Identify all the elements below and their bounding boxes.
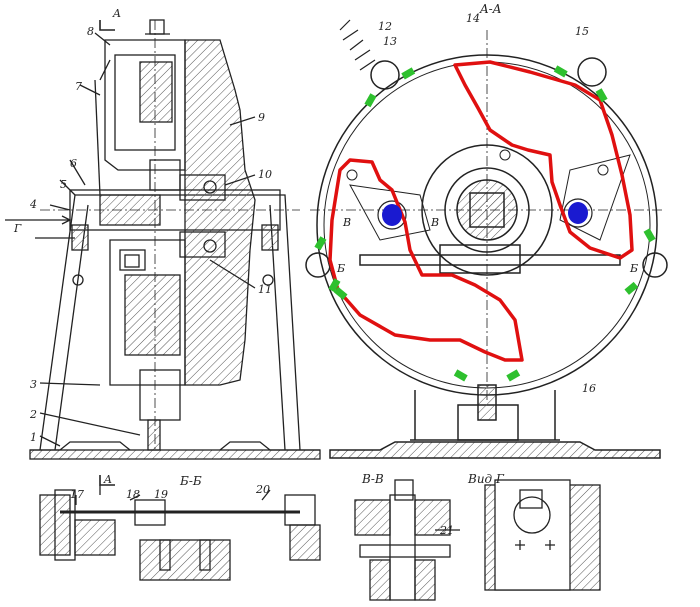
label-17: 17 [70, 488, 84, 501]
label-19: 19 [154, 488, 168, 501]
marker-b-left: Б [336, 262, 345, 275]
title-aa: A-A [479, 2, 502, 16]
blue-highlight-dots [382, 202, 588, 226]
detail-vv-view [354, 479, 460, 601]
circular-section-view [305, 19, 668, 459]
lower-motor [124, 274, 181, 356]
label-5: 5 [60, 178, 67, 191]
label-21: 21 [439, 524, 454, 537]
detail-bb-view [39, 485, 321, 581]
marker-a-bottom: A [103, 473, 112, 486]
bottom-block [139, 369, 181, 421]
label-9: 9 [258, 111, 265, 124]
label-16: 16 [582, 382, 596, 395]
label-7: 7 [75, 80, 82, 93]
label-4: 4 [29, 198, 37, 211]
label-12: 12 [378, 20, 392, 33]
side-section-view [5, 19, 321, 486]
crossbar-clamp [439, 244, 521, 274]
blue-dot-left [382, 204, 402, 226]
label-8: 8 [87, 25, 94, 38]
label-6: 6 [70, 157, 77, 170]
label-2: 2 [29, 408, 37, 421]
crossbar [359, 254, 621, 266]
label-14: 14 [466, 12, 480, 25]
label-10: 10 [258, 168, 272, 181]
green-highlight-marks [314, 65, 656, 382]
red-highlight-contours [328, 60, 634, 362]
bearing-lower [179, 231, 226, 258]
wheel-section [184, 39, 256, 386]
marker-g: Г [13, 222, 22, 235]
red-contour-upper-right [453, 60, 634, 260]
view-g [484, 479, 601, 591]
marker-v-left: В [342, 216, 351, 229]
red-contour-lower-left [328, 158, 524, 362]
title-vid-g: Вид Г [467, 472, 505, 486]
title-vv: В-В [361, 472, 384, 486]
label-13: 13 [383, 35, 397, 48]
label-20: 20 [255, 483, 270, 496]
base-plate [29, 449, 321, 460]
marker-b-right: Б [629, 262, 638, 275]
lower-housing [109, 239, 186, 386]
upper-motor [114, 54, 176, 151]
title-bb: Б-Б [179, 474, 202, 488]
upper-housing [104, 39, 186, 171]
marker-a-top: A [112, 7, 121, 20]
blue-dot-right [568, 202, 588, 224]
marker-v-right: В [430, 216, 439, 229]
label-11: 11 [258, 283, 272, 296]
labels: A-A Б-Б В-В Вид Г A A Г Б Б В В 1 2 3 4 … [13, 2, 638, 537]
top-bolt [149, 19, 165, 35]
label-1: 1 [30, 431, 37, 444]
label-18: 18 [126, 488, 140, 501]
label-15: 15 [575, 25, 589, 38]
bearing-upper [179, 174, 226, 201]
label-3: 3 [30, 378, 37, 391]
